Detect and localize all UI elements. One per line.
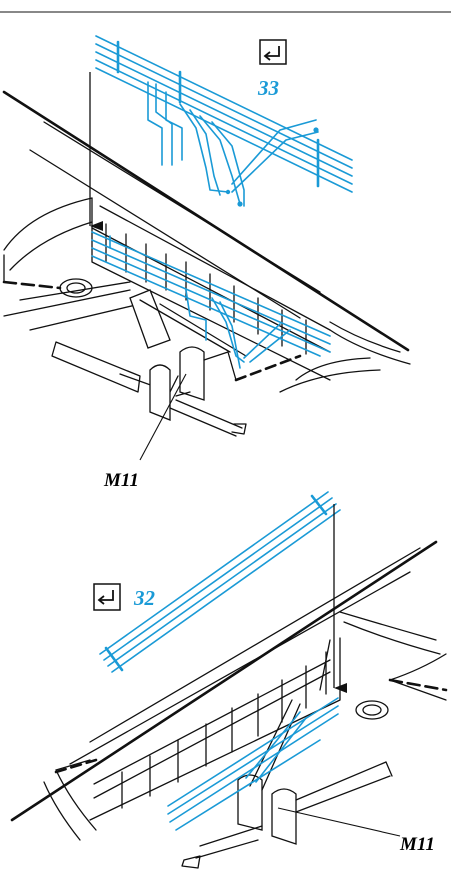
bottom-reference: 32 xyxy=(93,583,156,611)
bottom-panel: 32 xyxy=(10,491,448,869)
bottom-harness-floating xyxy=(99,491,341,673)
top-part-label: M11 xyxy=(103,470,139,491)
bottom-body-lineart xyxy=(10,540,448,869)
top-reference-number: 33 xyxy=(257,76,279,100)
return-arrow-icon xyxy=(93,583,121,611)
top-panel: 33 xyxy=(2,35,411,491)
bottom-harness-installed xyxy=(167,697,339,831)
top-harness-installed xyxy=(91,231,331,369)
top-reference: 33 xyxy=(257,39,287,100)
top-harness-floating xyxy=(95,35,353,207)
top-part-leader xyxy=(139,373,187,461)
top-body-lineart xyxy=(2,90,411,437)
bottom-reference-number: 32 xyxy=(133,586,156,610)
return-arrow-icon xyxy=(259,39,287,65)
bottom-part-label: M11 xyxy=(399,834,435,855)
bottom-part-leader xyxy=(277,807,401,837)
